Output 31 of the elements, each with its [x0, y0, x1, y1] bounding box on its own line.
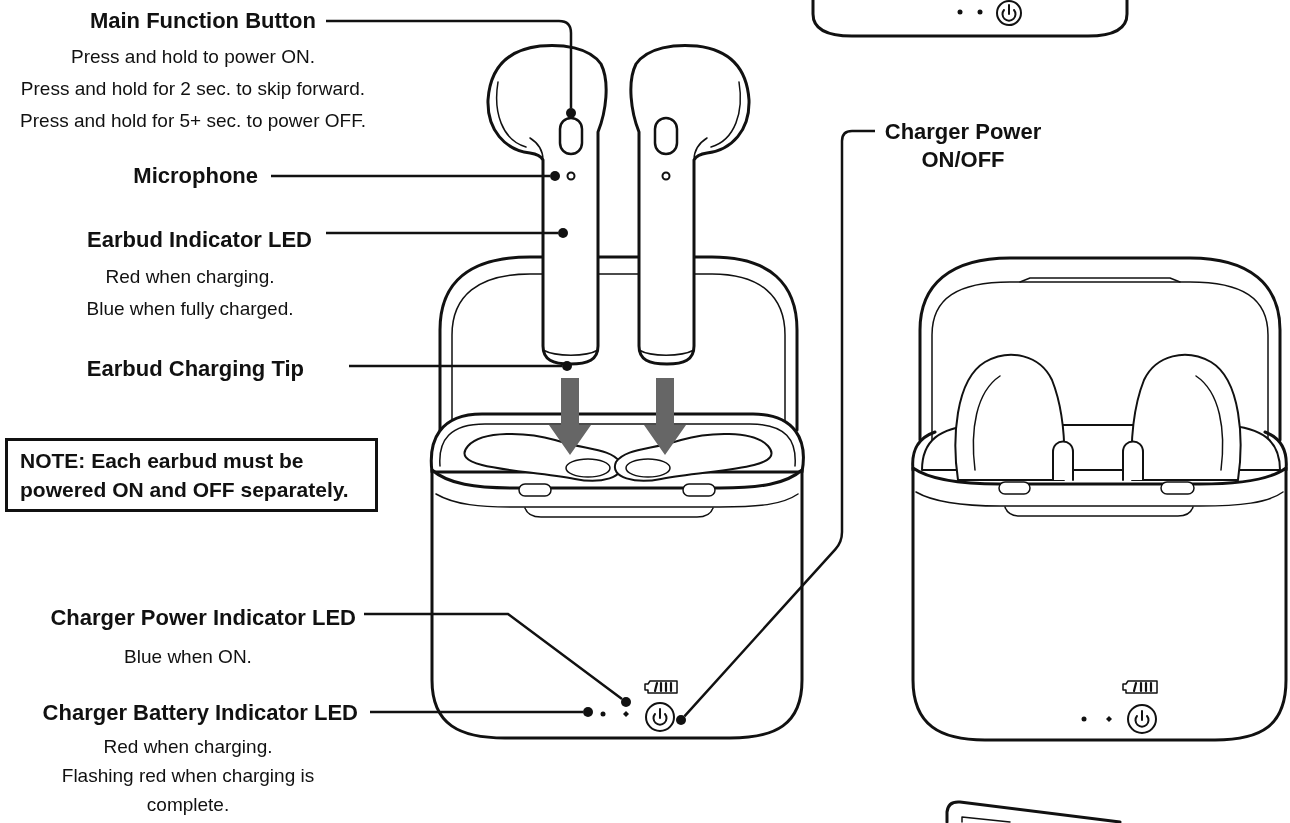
part-label: Charger Power ON/OFF — [880, 118, 1046, 174]
leader-line — [326, 231, 558, 235]
description-text: Press and hold for 2 sec. to skip forward. — [20, 77, 366, 101]
description-text: Flashing red when charging is complete. — [60, 764, 316, 817]
part-label: Earbud Indicator LED — [87, 226, 312, 254]
microphone-dot — [550, 171, 560, 181]
leader-line — [271, 174, 550, 178]
leader-line — [349, 364, 562, 368]
leader-line — [326, 19, 573, 108]
part-label: Main Function Button — [89, 7, 316, 35]
button-dot — [566, 108, 576, 118]
description-text: Red when charging. — [105, 265, 275, 289]
power-button-dot — [676, 715, 686, 725]
part-label: Charger Power Indicator LED — [50, 604, 356, 632]
leader-line — [370, 710, 583, 714]
part-label: Charger Battery Indicator LED — [42, 699, 358, 727]
description-text: Press and hold for 5+ sec. to power OFF. — [20, 109, 366, 133]
description-text: Red when charging. — [103, 735, 273, 759]
led-dot — [583, 707, 593, 717]
part-label: Microphone — [133, 162, 258, 190]
leader-line — [364, 612, 623, 700]
description-text: Press and hold to power ON. — [71, 45, 315, 69]
leader-line — [683, 129, 875, 718]
note-box — [5, 438, 378, 512]
description-text: Blue when fully charged. — [86, 297, 294, 321]
description-text: Blue when ON. — [124, 645, 252, 669]
part-label: Earbud Charging Tip — [86, 355, 304, 383]
led-dot — [621, 697, 631, 707]
led-dot — [558, 228, 568, 238]
charging-tip-dot — [562, 361, 572, 371]
note-text: NOTE: Each earbud must be powered ON and OFF separately. — [20, 448, 350, 503]
